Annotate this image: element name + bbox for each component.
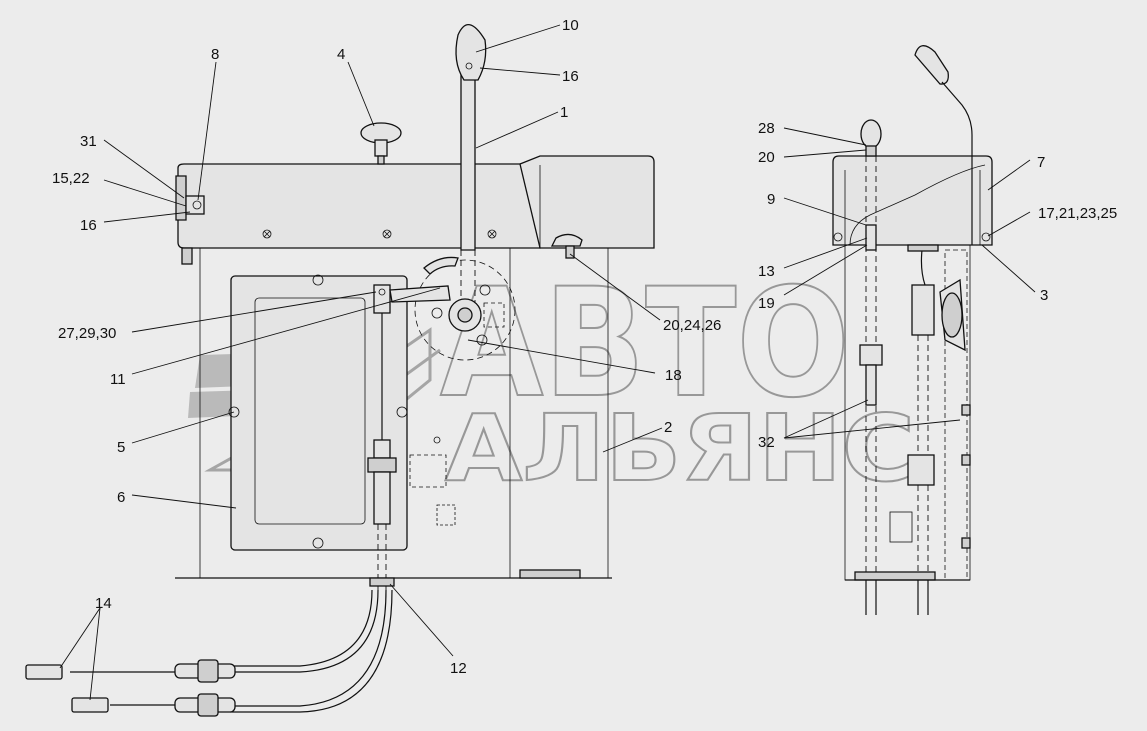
callout-17-21-23-25: 17,21,23,25 bbox=[1038, 205, 1117, 222]
callout-27-29-30: 27,29,30 bbox=[58, 325, 116, 342]
lever-1 bbox=[455, 24, 487, 330]
callout-31: 31 bbox=[80, 133, 97, 150]
callout-11: 11 bbox=[110, 371, 126, 388]
callout-15-22: 15,22 bbox=[52, 170, 90, 187]
callout-9: 9 bbox=[767, 191, 775, 208]
callout-8: 8 bbox=[211, 46, 219, 63]
callout-2: 2 bbox=[664, 419, 672, 436]
callout-20-side: 20 bbox=[758, 149, 775, 166]
callout-20-24-26: 20,24,26 bbox=[663, 317, 721, 334]
control-cables bbox=[25, 589, 393, 717]
callout-16-top: 16 bbox=[562, 68, 579, 85]
callout-12: 12 bbox=[450, 660, 467, 677]
cover-bolt bbox=[262, 229, 272, 239]
callout-5: 5 bbox=[117, 439, 125, 456]
knob-4 bbox=[360, 122, 402, 165]
front-view bbox=[175, 24, 655, 590]
watermark-line2: АЛЬЯНС bbox=[445, 395, 915, 502]
callout-28: 28 bbox=[758, 120, 775, 137]
cover-bolt bbox=[487, 229, 497, 239]
callout-19: 19 bbox=[758, 295, 775, 312]
cover-bolt bbox=[382, 229, 392, 239]
callout-7: 7 bbox=[1037, 154, 1045, 171]
callout-18: 18 bbox=[665, 367, 682, 384]
callout-10: 10 bbox=[562, 17, 579, 34]
side-view bbox=[832, 45, 993, 615]
callout-32: 32 bbox=[758, 434, 775, 451]
watermark-line1: АВТО bbox=[440, 257, 850, 431]
callout-4: 4 bbox=[337, 46, 345, 63]
callout-13: 13 bbox=[758, 263, 775, 280]
leader-lines bbox=[59, 24, 1036, 701]
callout-14: 14 bbox=[95, 595, 112, 612]
callout-3: 3 bbox=[1040, 287, 1048, 304]
callout-1: 1 bbox=[560, 104, 568, 121]
callout-6: 6 bbox=[117, 489, 125, 506]
callout-16-left: 16 bbox=[80, 217, 97, 234]
